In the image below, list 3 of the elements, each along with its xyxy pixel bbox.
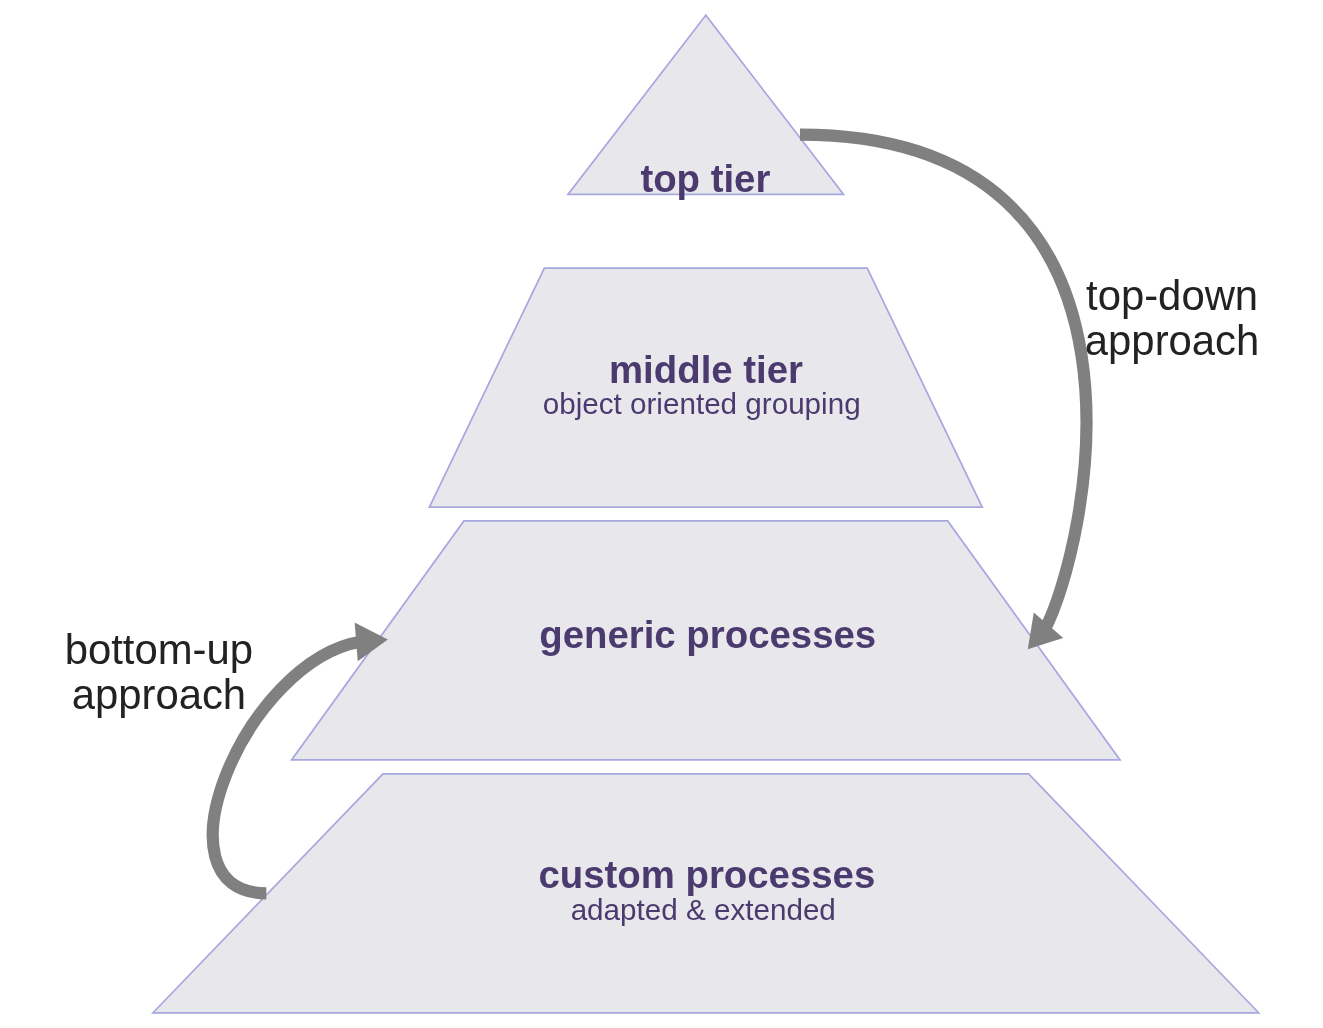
edge-label: top-down approach [1084, 271, 1259, 365]
edge-label: bottom-up approach [64, 625, 253, 719]
arrow [798, 128, 1092, 650]
